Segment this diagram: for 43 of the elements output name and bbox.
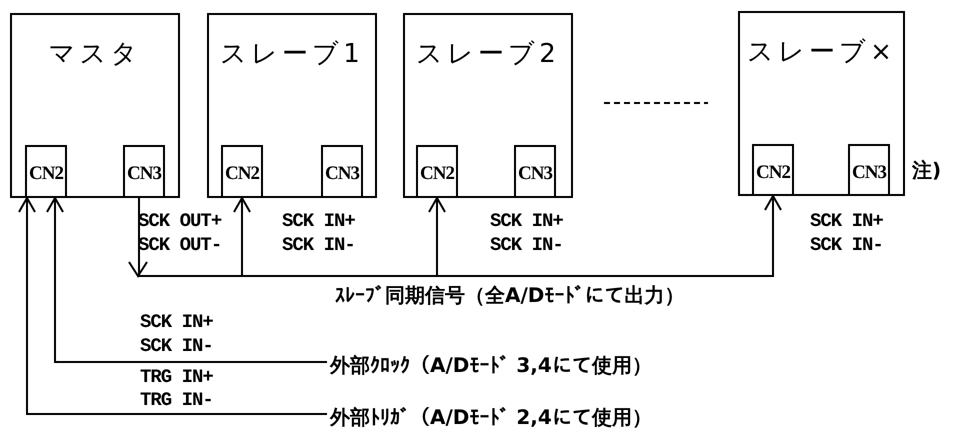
connector-box xyxy=(752,144,794,196)
pin-label: TRG IN+ xyxy=(140,368,213,387)
pin-label: SCK IN+ xyxy=(282,212,355,231)
connector-box xyxy=(514,145,556,198)
connector-name: CN2 xyxy=(28,162,64,186)
pin-label: SCK IN+ xyxy=(810,212,883,231)
pin-label: SCK IN- xyxy=(490,236,563,255)
signal-line xyxy=(18,197,327,415)
signal-label: 外部ｸﾛｯｸ（A/Dﾓｰﾄﾞ 3,4にて使用） xyxy=(330,350,750,376)
unit-box xyxy=(403,13,573,198)
connector-box xyxy=(848,144,890,196)
connector-name: CN3 xyxy=(517,162,554,186)
unit-box xyxy=(10,13,180,198)
connector-box xyxy=(221,145,263,198)
connector-name: CN2 xyxy=(224,162,260,186)
pin-label: SCK IN+ xyxy=(140,313,213,332)
signal-line xyxy=(138,195,782,277)
signal-line xyxy=(46,197,327,363)
pin-label: SCK OUT- xyxy=(138,236,222,255)
unit-title: マスタ xyxy=(48,38,142,71)
unit-box xyxy=(738,11,905,196)
connector-name: CN3 xyxy=(851,161,888,185)
connector-box xyxy=(321,145,363,198)
pin-label: SCK IN- xyxy=(140,337,213,356)
connector-box xyxy=(123,145,165,198)
pin-label: SCK IN- xyxy=(810,236,883,255)
pin-label: TRG IN- xyxy=(140,391,213,410)
signal-label: 外部ﾄﾘｶﾞ（A/Dﾓｰﾄﾞ 2,4にて使用） xyxy=(330,402,750,428)
connector-box xyxy=(416,145,458,198)
pin-label: SCK OUT+ xyxy=(138,212,222,231)
unit-title: スレーブ2 xyxy=(415,38,561,71)
note-text: 注) xyxy=(912,160,942,180)
connector-box xyxy=(25,145,67,198)
connector-name: CN3 xyxy=(324,162,360,186)
unit-box xyxy=(207,13,377,198)
unit-title: スレーブ× xyxy=(746,36,897,69)
connector-name: CN2 xyxy=(755,161,792,185)
note-text: ｽﾚｰﾌﾞ同期信号（全A/Dﾓｰﾄﾞにて出力） xyxy=(335,285,684,305)
connector-name: CN2 xyxy=(419,162,456,186)
unit-title: スレーブ1 xyxy=(219,38,365,71)
pin-label: SCK IN- xyxy=(282,236,355,255)
pin-label: SCK IN+ xyxy=(490,212,563,231)
connector-name: CN3 xyxy=(126,162,162,186)
